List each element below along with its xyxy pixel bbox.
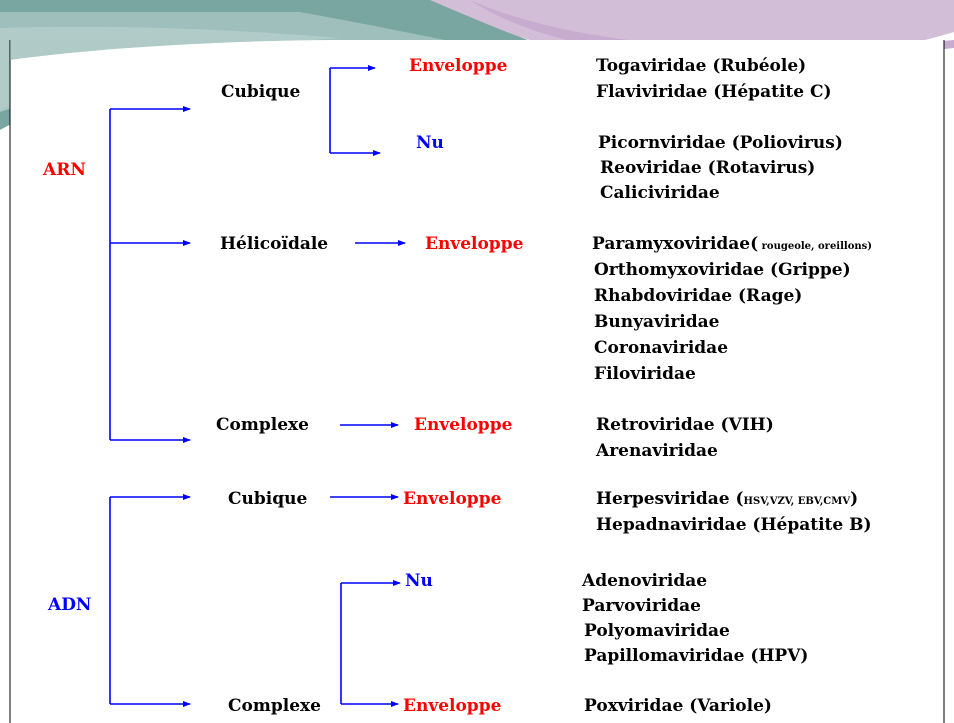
dna-complex-symmetry: Complexe: [228, 696, 321, 716]
family-herpesviridae-note: HSV,VZV, EBV,CMV: [743, 496, 851, 507]
family-reoviridae: Reoviridae (Rotavirus): [600, 158, 816, 178]
rna-complex-envelope-type: Enveloppe: [414, 415, 513, 435]
dna-cubic-symmetry: Cubique: [228, 489, 308, 509]
family-togaviridae: Togaviridae (Rubéole): [596, 56, 807, 76]
rna-label: ARN: [43, 160, 86, 180]
family-poxviridae: Poxviridae (Variole): [584, 696, 772, 716]
rna-cubic-envelope-type: Enveloppe: [409, 56, 508, 76]
family-papillomaviridae: Papillomaviridae (HPV): [584, 646, 809, 666]
dna-complex-envelope-type: Enveloppe: [403, 696, 502, 716]
dna-complex-naked-type: Nu: [405, 571, 433, 591]
family-herpesviridae-close: ): [850, 489, 859, 509]
family-rhabdoviridae: Rhabdoviridae (Rage): [594, 286, 803, 306]
family-parvoviridae: Parvoviridae: [582, 596, 701, 616]
family-paramyxoviridae: Paramyxoviridae( rougeole, oreillons): [592, 234, 872, 257]
family-filoviridae: Filoviridae: [594, 364, 696, 384]
family-paramyxoviridae-note: rougeole, oreillons): [758, 241, 873, 252]
family-hepadnaviridae: Hepadnaviridae (Hépatite B): [596, 515, 872, 535]
family-orthomyxoviridae: Orthomyxoviridae (Grippe): [594, 260, 851, 280]
family-flaviviridae: Flaviviridae (Hépatite C): [596, 82, 832, 102]
family-caliciviridae: Caliciviridae: [600, 183, 720, 203]
family-polyomaviridae: Polyomaviridae: [584, 621, 730, 641]
dna-label: ADN: [48, 595, 92, 615]
rna-complex-symmetry: Complexe: [216, 415, 309, 435]
family-bunyaviridae: Bunyaviridae: [594, 312, 720, 332]
family-herpesviridae: Herpesviridae (HSV,VZV, EBV,CMV): [596, 489, 858, 512]
family-adenoviridae: Adenoviridae: [582, 571, 708, 591]
rna-cubic-naked-type: Nu: [416, 133, 444, 153]
family-picornviridae: Picornviridae (Poliovirus): [598, 133, 843, 153]
dna-cubic-envelope-type: Enveloppe: [403, 489, 502, 509]
rna-helical-symmetry: Hélicoïdale: [220, 234, 329, 254]
family-retroviridae: Retroviridae (VIH): [596, 415, 774, 435]
family-arenaviridae: Arenaviridae: [596, 441, 718, 461]
family-coronaviridae: Coronaviridae: [594, 338, 729, 358]
rna-cubic-symmetry: Cubique: [221, 82, 301, 102]
family-paramyxoviridae-name: Paramyxoviridae(: [592, 234, 759, 254]
rna-helical-envelope-type: Enveloppe: [425, 234, 524, 254]
family-herpesviridae-name: Herpesviridae (: [596, 489, 744, 509]
